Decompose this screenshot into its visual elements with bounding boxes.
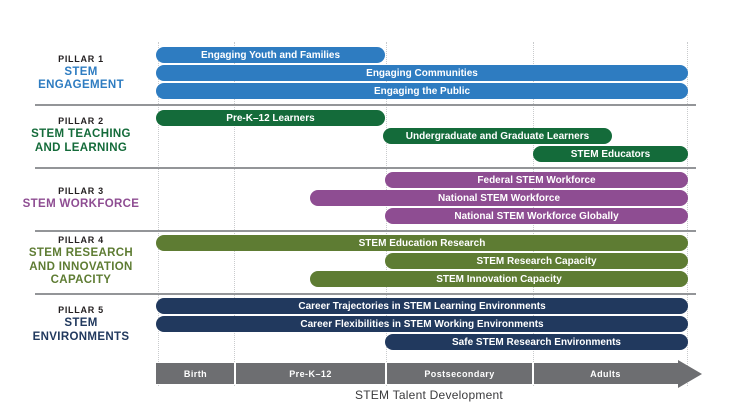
timeline-bar: Pre-K–12 Learners <box>156 110 385 126</box>
timeline-bar: Career Flexibilities in STEM Working Env… <box>156 316 688 332</box>
pillar-number: PILLAR 4 <box>58 235 104 246</box>
timeline-bar: STEM Innovation Capacity <box>310 271 688 287</box>
axis-segment: Adults <box>533 363 678 384</box>
timeline-bar: Undergraduate and Graduate Learners <box>383 128 612 144</box>
timeline-bar: Career Trajectories in STEM Learning Env… <box>156 298 688 314</box>
section-divider <box>35 167 696 169</box>
axis-caption: STEM Talent Development <box>354 388 504 402</box>
axis-segment: Birth <box>156 363 235 384</box>
timeline-bar: STEM Research Capacity <box>385 253 688 269</box>
stage-gridline <box>234 42 235 386</box>
axis-separator <box>234 363 236 384</box>
timeline-bar: STEM Educators <box>533 146 688 162</box>
timeline-bar: Engaging the Public <box>156 83 688 99</box>
axis-separator <box>532 363 534 384</box>
timeline-bar: Safe STEM Research Environments <box>385 334 688 350</box>
timeline-bar: National STEM Workforce Globally <box>385 208 688 224</box>
timeline-bar: National STEM Workforce <box>310 190 688 206</box>
pillar-number: PILLAR 1 <box>58 53 104 64</box>
timeline-bar: Engaging Communities <box>156 65 688 81</box>
axis-segment: Pre-K–12 <box>235 363 386 384</box>
stage-gridline <box>158 42 159 386</box>
timeline-bar: Engaging Youth and Families <box>156 47 385 63</box>
section-divider <box>35 293 696 295</box>
pillar-number: PILLAR 5 <box>58 305 104 315</box>
pillar-name: STEM WORKFORCE <box>22 197 140 210</box>
section-divider <box>35 230 696 232</box>
pillar-number: PILLAR 2 <box>58 116 104 126</box>
timeline-bar: STEM Education Research <box>156 235 688 251</box>
axis-separator <box>385 363 387 384</box>
pillar-number: PILLAR 3 <box>58 185 104 196</box>
timeline-bar: Federal STEM Workforce <box>385 172 688 188</box>
axis-arrowhead-icon <box>678 359 702 388</box>
section-divider <box>35 104 696 106</box>
axis-segment: Postsecondary <box>386 363 533 384</box>
